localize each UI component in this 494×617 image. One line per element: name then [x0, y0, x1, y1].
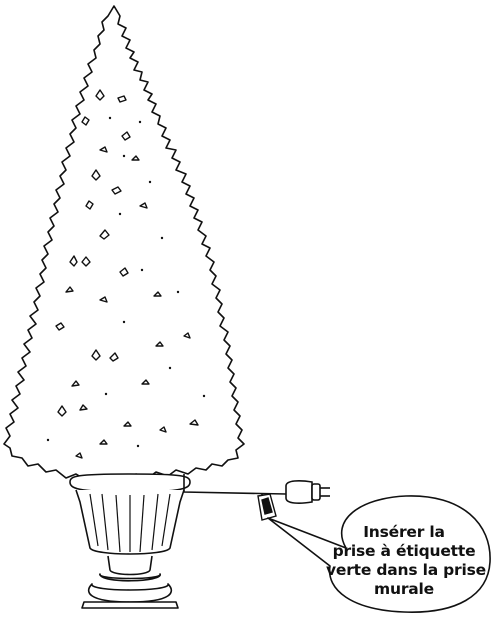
callout-line-4: murale: [326, 580, 482, 599]
urn-planter-icon: [70, 474, 190, 608]
callout-line-2: prise à étiquette: [326, 542, 482, 561]
tree-icon: [4, 6, 244, 482]
green-tag-icon: [258, 494, 276, 520]
callout-line-1: Insérer la: [326, 523, 482, 542]
callout-line-3: verte dans la prise: [326, 561, 482, 580]
callout-text: Insérer la prise à étiquette verte dans …: [326, 523, 482, 599]
power-plug-icon: [286, 481, 330, 503]
